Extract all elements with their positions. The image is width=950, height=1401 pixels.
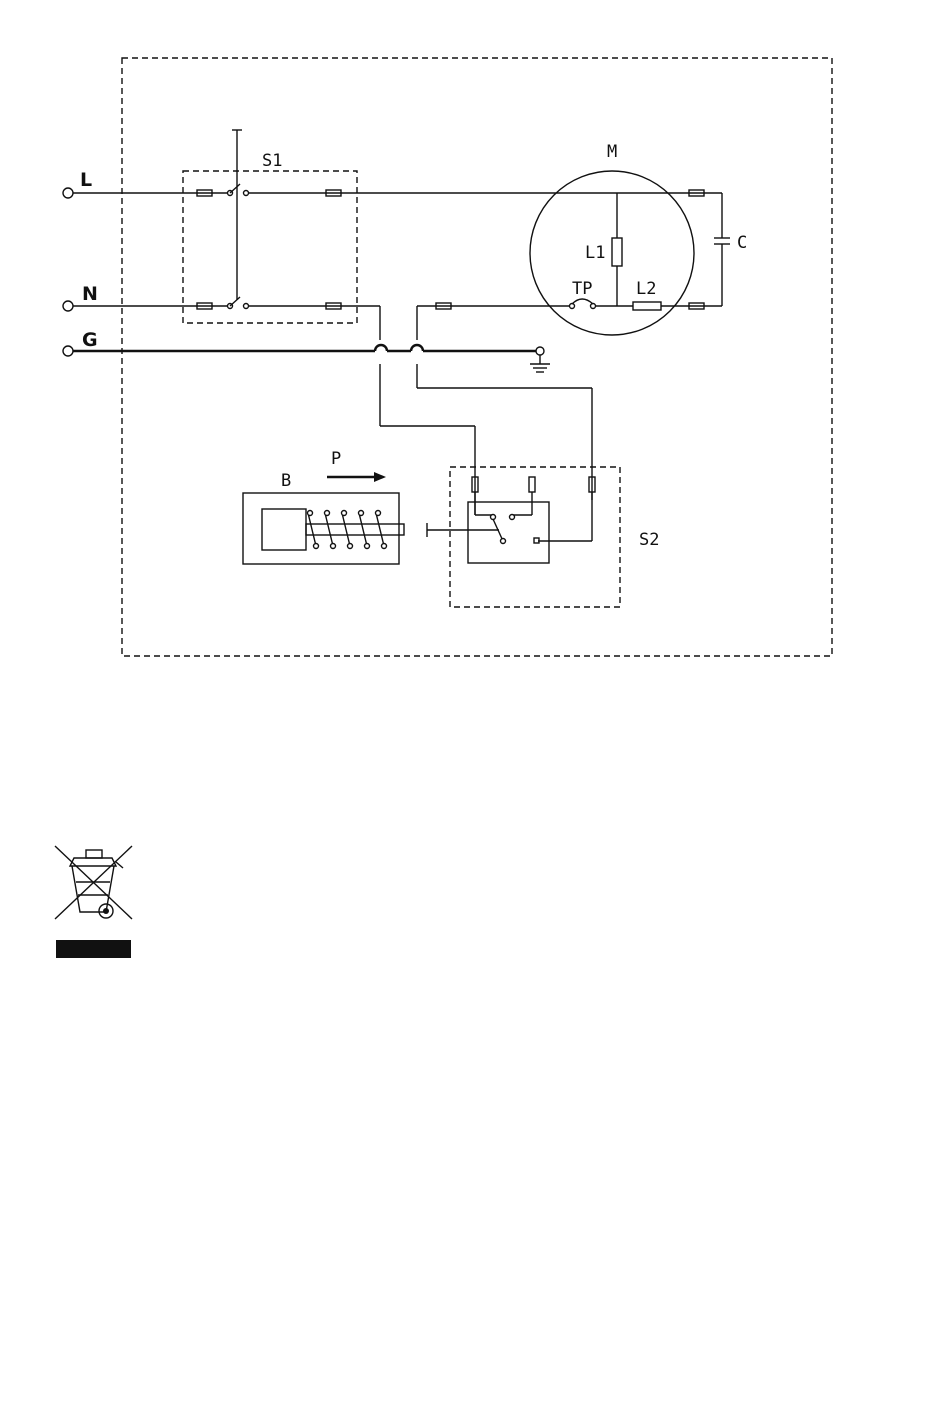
terminal-neutral: N bbox=[63, 283, 98, 311]
neutral-wire bbox=[73, 306, 475, 515]
main-switch: S1 bbox=[183, 130, 357, 323]
winding-2-label: L2 bbox=[636, 279, 656, 299]
pressure-arrow-icon: P bbox=[327, 449, 386, 482]
appliance-enclosure bbox=[122, 58, 832, 656]
push-rod bbox=[427, 523, 499, 537]
bellows-label: B bbox=[281, 471, 291, 491]
capacitor-label: C bbox=[737, 233, 747, 253]
ground-wire bbox=[73, 345, 540, 351]
terminal-neutral-label: N bbox=[82, 283, 98, 305]
pressure-label: P bbox=[331, 449, 341, 469]
terminal-line-label: L bbox=[80, 169, 92, 191]
pressure-switch-label: S2 bbox=[639, 530, 659, 550]
motor-return-wire bbox=[417, 306, 592, 541]
terminal-ground-label: G bbox=[82, 329, 98, 351]
capacitor: C bbox=[714, 193, 747, 306]
pressure-switch: S2 bbox=[450, 467, 659, 607]
thermal-protector-label: TP bbox=[572, 279, 592, 299]
crossed-out-wheelie-bin-icon bbox=[55, 846, 132, 958]
bellows: B bbox=[243, 471, 404, 564]
winding-1-label: L1 bbox=[585, 243, 605, 263]
motor-label: M bbox=[607, 142, 617, 162]
main-switch-label: S1 bbox=[262, 151, 282, 171]
bellows-spring-icon bbox=[308, 511, 387, 549]
